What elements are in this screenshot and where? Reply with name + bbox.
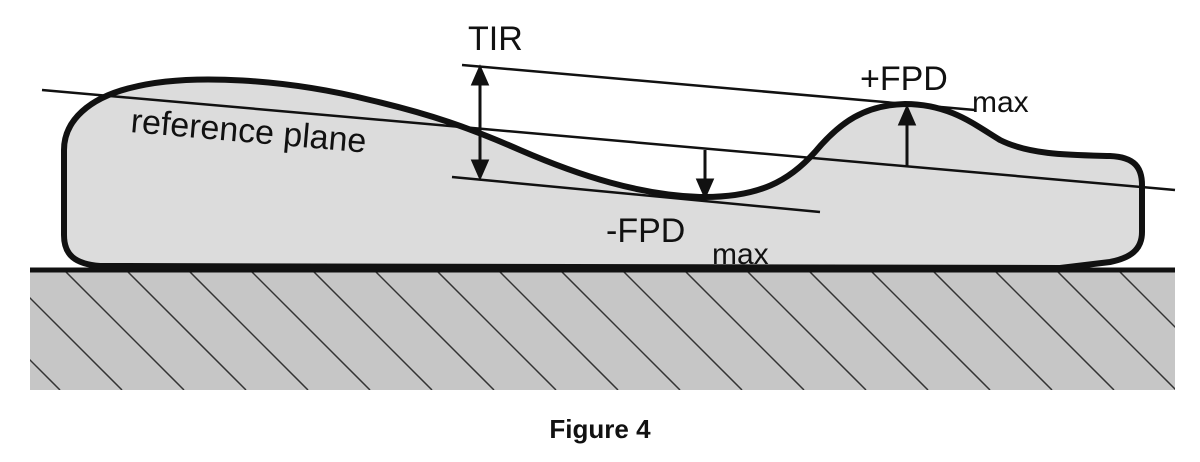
figure-caption: Figure 4 (549, 414, 651, 444)
hatch-line (251, 272, 371, 390)
plus-fpd-label: +FPD (860, 60, 948, 98)
minus-fpd-arrow (695, 150, 715, 200)
tir-arrow (470, 64, 490, 181)
hatch-line (189, 272, 309, 390)
plus-fpd-arrow (897, 104, 917, 166)
hatch-line (499, 272, 619, 390)
hatch-line (995, 272, 1115, 390)
hatch-line (437, 272, 557, 390)
reference-plane-line (41, 88, 1176, 192)
minus-fpd-label: -FPD (606, 212, 685, 250)
hatch-line (1057, 272, 1175, 390)
hatch-line (1119, 272, 1175, 329)
hatch-line (30, 296, 123, 390)
hatch-line (933, 272, 1053, 390)
hatch-line (127, 272, 247, 390)
hatch-line (871, 272, 991, 390)
hatch-line (375, 272, 495, 390)
tir-label: TIR (468, 20, 523, 58)
hatch-line (747, 272, 867, 390)
minus-fpd-subscript: max (712, 238, 769, 271)
tir-upper-line (461, 63, 976, 112)
hatch-line (65, 272, 185, 390)
part-outline (61, 76, 1145, 272)
plus-fpd-subscript: max (972, 86, 1029, 119)
hatch-line (1182, 272, 1200, 390)
hatch-line (809, 272, 929, 390)
hatch-line (313, 272, 433, 390)
hatch-line (685, 272, 805, 390)
hatch-line (561, 272, 681, 390)
tir-lower-line (451, 175, 821, 214)
hatch-line (30, 358, 61, 390)
ground-hatched (30, 272, 1200, 390)
hatch-line (623, 272, 743, 390)
